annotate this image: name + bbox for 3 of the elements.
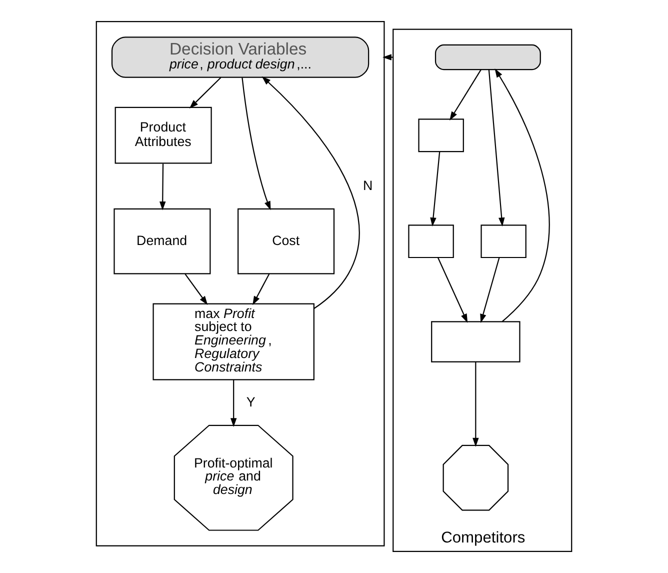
edge-label: Y [246,394,256,410]
node-label: Competitors [441,530,526,547]
edge-label: N [363,178,373,194]
